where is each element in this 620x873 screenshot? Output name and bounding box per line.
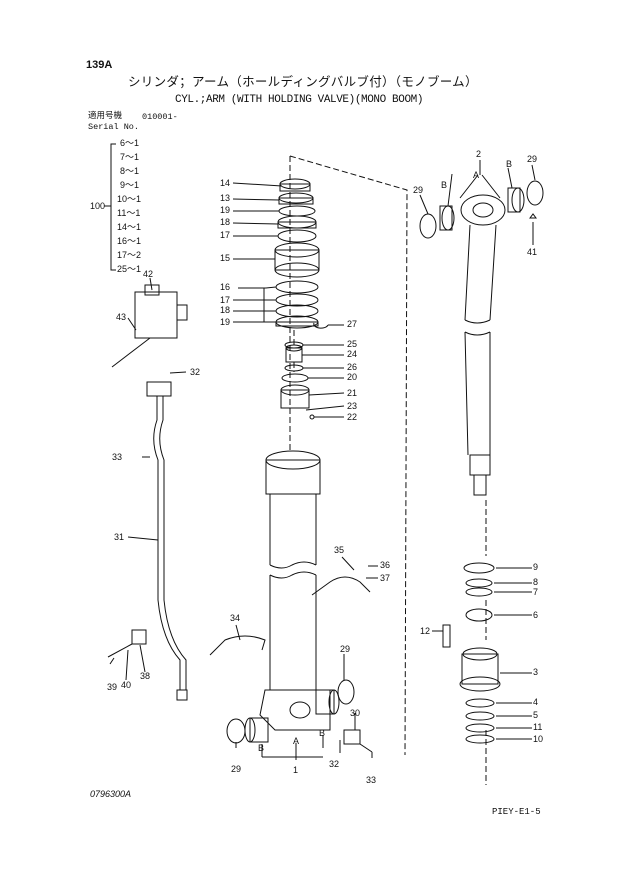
seal-stack-upper <box>274 178 320 329</box>
kit-brace <box>104 143 116 271</box>
callout-b: B <box>506 159 513 169</box>
callout-35: 35 <box>334 545 345 555</box>
callout-b: B <box>441 180 448 190</box>
callout-2: 2 <box>476 149 482 159</box>
callout-5: 5 <box>533 710 539 720</box>
figure-code: 0796300A <box>90 789 132 799</box>
piston-parts <box>280 341 315 420</box>
callout-18: 18 <box>220 217 231 227</box>
band-35 <box>311 576 371 596</box>
callout-32: 32 <box>329 759 340 769</box>
kit-item: 10～1 <box>117 194 142 204</box>
callout-34: 34 <box>230 613 241 623</box>
serial-label-en: Serial No. <box>88 122 140 132</box>
drawing-reference: PIEY-E1-5 <box>492 807 541 817</box>
callout-14: 14 <box>220 178 231 188</box>
kit-item: 16～1 <box>117 236 142 246</box>
clamp-38 <box>131 629 147 645</box>
callout-6: 6 <box>533 610 539 620</box>
callout-39: 39 <box>107 682 118 692</box>
callout-22: 22 <box>347 412 358 422</box>
callout-32: 32 <box>190 367 201 377</box>
callout-17: 17 <box>220 230 231 240</box>
callout-b: B <box>319 728 326 738</box>
kit-item: 14～1 <box>117 222 142 232</box>
callout-21: 21 <box>347 388 358 398</box>
kit-item: 7～1 <box>120 152 140 162</box>
callout-19: 19 <box>220 317 231 327</box>
callout-13: 13 <box>220 193 231 203</box>
callout-41: 41 <box>527 247 538 257</box>
callout-31: 31 <box>114 532 125 542</box>
callout-11: 11 <box>533 722 543 732</box>
callout-37: 37 <box>380 573 391 583</box>
callout-a: A <box>293 736 300 746</box>
callout-1: 1 <box>293 765 299 775</box>
callout-20: 20 <box>347 372 358 382</box>
callout-29: 29 <box>231 764 242 774</box>
kit-item: 17～2 <box>117 250 142 260</box>
callout-29: 29 <box>340 644 351 654</box>
callout-33: 33 <box>366 775 377 785</box>
callout-24: 24 <box>347 349 358 359</box>
callout-19: 19 <box>220 205 231 215</box>
callout-8: 8 <box>533 577 539 587</box>
piston-rod <box>419 180 544 496</box>
band-34 <box>209 635 266 656</box>
kit-item: 9～1 <box>120 180 140 190</box>
kit-item: 11～1 <box>117 208 141 218</box>
leader-lines <box>109 160 536 760</box>
kit-item: 8～1 <box>120 166 140 176</box>
callout-33: 33 <box>112 452 123 462</box>
kit-label: 100 <box>90 201 106 211</box>
callout-15: 15 <box>220 253 231 263</box>
callout-40: 40 <box>121 680 132 690</box>
callout-4: 4 <box>533 697 539 707</box>
callout-10: 10 <box>533 734 544 744</box>
guide-line <box>289 155 408 756</box>
title-japanese: シリンダ；アーム（ホールディングバルブ付）（モノブーム） <box>128 74 478 89</box>
callout-b: B <box>258 743 265 753</box>
rod-seals <box>463 562 495 622</box>
pipe-31 <box>146 381 188 701</box>
page-number: 139A <box>86 59 113 71</box>
callout-25: 25 <box>347 339 358 349</box>
callout-3: 3 <box>533 667 539 677</box>
callout-12: 12 <box>420 626 431 636</box>
callout-42: 42 <box>143 269 154 279</box>
kit-item: 25～1 <box>117 264 142 274</box>
callout-38: 38 <box>140 671 151 681</box>
bolt-12 <box>442 624 451 648</box>
callout-36: 36 <box>380 560 391 570</box>
callout-43: 43 <box>116 312 127 322</box>
callout-17: 17 <box>220 295 231 305</box>
callout-30: 30 <box>350 708 361 718</box>
callout-27: 27 <box>347 319 358 329</box>
callout-7: 7 <box>533 587 539 597</box>
callout-29: 29 <box>527 154 538 164</box>
kit-item: 6～1 <box>120 138 140 148</box>
callout-23: 23 <box>347 401 358 411</box>
cylinder-head <box>459 647 501 744</box>
callout-26: 26 <box>347 362 358 372</box>
cylinder-tube <box>259 450 331 731</box>
callout-16: 16 <box>220 282 231 292</box>
fitting-30 <box>343 729 361 745</box>
callout-9: 9 <box>533 562 539 572</box>
title-english: CYL.;ARM (WITH HOLDING VALVE)(MONO BOOM) <box>175 94 424 106</box>
snap-ring <box>313 322 329 329</box>
serial-value: 010001- <box>142 112 178 122</box>
holding-valve <box>111 284 188 368</box>
callout-a: A <box>473 170 480 180</box>
callout-18: 18 <box>220 305 231 315</box>
serial-label-jp: 適用号機 <box>88 111 123 121</box>
callout-29: 29 <box>413 185 424 195</box>
